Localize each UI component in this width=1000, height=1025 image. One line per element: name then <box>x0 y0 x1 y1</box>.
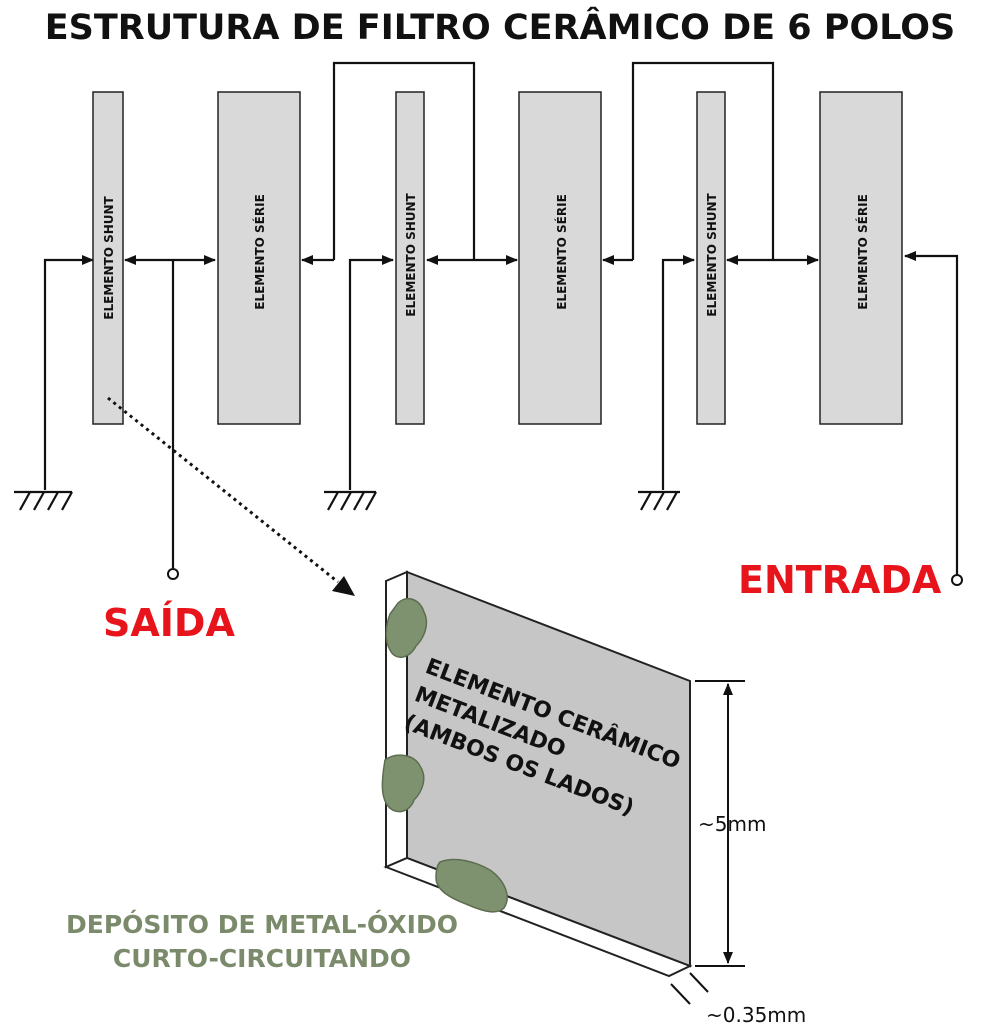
shunt-label: ELEMENTO SHUNT <box>102 195 116 319</box>
wire-loop-2 <box>631 61 775 260</box>
detail-pointer <box>107 396 355 596</box>
output-terminal <box>167 568 179 580</box>
input-terminal <box>951 574 963 586</box>
thickness-dim-label: ~0.35mm <box>706 1003 806 1025</box>
shunt-element: ELEMENTO SHUNT <box>696 91 726 425</box>
series-label: ELEMENTO SÉRIE <box>554 194 569 310</box>
wire-shunt2-ground <box>348 255 394 490</box>
thickness-dimension <box>670 972 709 1005</box>
series-label: ELEMENTO SÉRIE <box>252 194 267 310</box>
ground-icon <box>14 490 73 511</box>
height-dimension <box>695 680 745 967</box>
ground-symbols <box>14 490 680 511</box>
wire-shunt1-ground <box>43 255 94 490</box>
output-label: SAÍDA <box>103 601 235 645</box>
wire-shunt3-ground <box>661 255 695 490</box>
oxide-deposit <box>381 754 425 813</box>
shunt-element: ELEMENTO SHUNT <box>395 91 425 425</box>
wire-loop-1 <box>332 61 476 260</box>
ground-icon <box>324 490 377 511</box>
series-element: ELEMENTO SÉRIE <box>217 91 301 425</box>
ceramic-element-detail: ELEMENTO CERÂMICO METALIZADO (AMBOS OS L… <box>381 570 693 978</box>
series-element: ELEMENTO SÉRIE <box>518 91 602 425</box>
page-title: ESTRUTURA DE FILTRO CERÂMICO DE 6 POLOS <box>44 8 956 48</box>
height-dim-label: ~5mm <box>698 812 766 836</box>
series-element: ELEMENTO SÉRIE <box>819 91 903 425</box>
shunt-element: ELEMENTO SHUNT <box>92 91 124 425</box>
wire-input-lead <box>904 251 959 575</box>
defect-label-line-2: CURTO-CIRCUITANDO <box>113 944 411 973</box>
oxide-deposit <box>435 858 508 913</box>
shunt-label: ELEMENTO SHUNT <box>404 192 418 316</box>
oxide-deposit <box>385 597 428 658</box>
shunt-label: ELEMENTO SHUNT <box>705 192 719 316</box>
series-label: ELEMENTO SÉRIE <box>855 194 870 310</box>
wiring <box>43 61 959 575</box>
defect-label-line-1: DEPÓSITO DE METAL-ÓXIDO <box>66 909 458 939</box>
input-label: ENTRADA <box>738 558 942 602</box>
ground-icon <box>638 490 680 511</box>
